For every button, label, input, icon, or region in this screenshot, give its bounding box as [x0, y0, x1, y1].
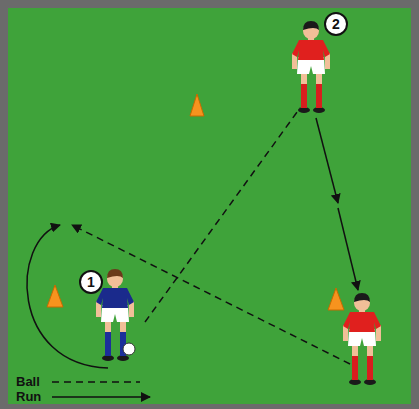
callout-number: 2	[332, 17, 340, 31]
legend-label: Ball	[16, 374, 40, 389]
player-run	[316, 118, 338, 203]
callout-circle: 2	[324, 12, 348, 36]
ball-pass	[145, 108, 300, 322]
red-player	[343, 293, 381, 385]
legend-ball-sample	[52, 381, 140, 383]
red-player	[292, 21, 330, 113]
ball	[123, 343, 135, 355]
ball-pass	[72, 225, 350, 364]
cone	[47, 285, 63, 307]
pitch	[8, 8, 411, 404]
legend-run-sample	[52, 396, 150, 398]
callout-number: 1	[87, 275, 95, 289]
player-run	[27, 225, 108, 368]
callout-circle: 1	[79, 270, 103, 294]
legend-label: Run	[16, 389, 41, 404]
cone	[190, 94, 204, 116]
cone	[328, 288, 344, 310]
player-run	[338, 208, 358, 290]
